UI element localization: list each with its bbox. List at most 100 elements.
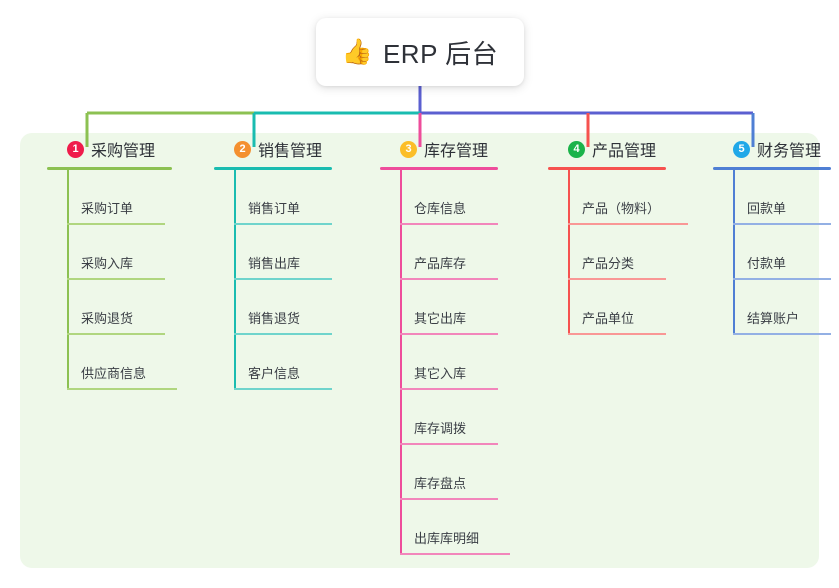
list-item[interactable]: 其它出库	[380, 280, 550, 335]
leaf-label: 产品分类	[582, 256, 635, 271]
branch-title-4: 产品管理	[592, 143, 657, 160]
branch-badge-5: 5	[733, 140, 750, 158]
leaf-rule	[67, 278, 165, 280]
branch-header-3[interactable]: 3 库存管理	[380, 133, 550, 165]
branch-rule-1	[47, 167, 172, 170]
leaf-rule	[234, 223, 332, 225]
leaf-label: 销售出库	[248, 256, 301, 271]
branch-columns: 1 采购管理 采购订单 采购入库 采购退货 供应商信	[20, 133, 831, 568]
leaf-label: 销售订单	[248, 201, 301, 216]
branch-header-5[interactable]: 5 财务管理	[713, 133, 839, 165]
leaf-label: 库存盘点	[414, 476, 467, 491]
branch-column-2: 2 销售管理 销售订单 销售出库 销售退货 客户信息	[214, 133, 374, 390]
list-item[interactable]: 结算账户	[713, 280, 839, 335]
branch-column-4: 4 产品管理 产品（物料） 产品分类 产品单位	[548, 133, 723, 335]
branch-badge-3: 3	[400, 140, 417, 158]
leaf-label: 其它出库	[414, 311, 467, 326]
branch-badge-2: 2	[234, 140, 251, 158]
list-item[interactable]: 采购订单	[47, 170, 207, 225]
leaf-rule	[733, 223, 831, 225]
branches-panel	[20, 133, 819, 568]
leaf-rule	[400, 388, 498, 390]
leaf-label: 出库库明细	[414, 531, 480, 546]
leaf-label: 客户信息	[248, 366, 301, 381]
thumbs-up-icon: 👍	[341, 37, 373, 66]
branch-spine-3	[400, 170, 402, 555]
list-item[interactable]: 销售退货	[214, 280, 374, 335]
branch-title-3: 库存管理	[424, 143, 489, 160]
branch-rule-5	[713, 167, 831, 170]
branch-items-3: 仓库信息 产品库存 其它出库 其它入库 库存调拨	[380, 170, 550, 555]
root-node[interactable]: 👍 ERP 后台	[316, 18, 524, 86]
leaf-label: 销售退货	[248, 311, 301, 326]
leaf-rule	[67, 223, 165, 225]
branch-title-1: 采购管理	[91, 143, 156, 160]
branch-badge-4: 4	[568, 140, 585, 158]
leaf-rule	[400, 278, 498, 280]
branch-header-4[interactable]: 4 产品管理	[548, 133, 723, 165]
branch-column-1: 1 采购管理 采购订单 采购入库 采购退货 供应商信	[47, 133, 207, 390]
leaf-label: 付款单	[747, 256, 787, 271]
leaf-rule	[733, 333, 831, 335]
leaf-rule	[400, 498, 498, 500]
branch-items-1: 采购订单 采购入库 采购退货 供应商信息	[47, 170, 207, 390]
list-item[interactable]: 采购退货	[47, 280, 207, 335]
branch-spine-4	[568, 170, 570, 335]
list-item[interactable]: 库存调拨	[380, 390, 550, 445]
leaf-label: 产品单位	[582, 311, 635, 326]
branch-rule-4	[548, 167, 666, 170]
leaf-label: 产品（物料）	[582, 201, 661, 216]
branch-items-4: 产品（物料） 产品分类 产品单位	[548, 170, 723, 335]
leaf-label: 采购订单	[81, 201, 134, 216]
branch-header-2[interactable]: 2 销售管理	[214, 133, 374, 165]
leaf-rule	[568, 278, 666, 280]
list-item[interactable]: 出库库明细	[380, 500, 550, 555]
list-item[interactable]: 产品分类	[548, 225, 723, 280]
list-item[interactable]: 其它入库	[380, 335, 550, 390]
branch-column-3: 3 库存管理 仓库信息 产品库存 其它出库 其它入库	[380, 133, 550, 555]
list-item[interactable]: 销售订单	[214, 170, 374, 225]
branch-title-5: 财务管理	[757, 143, 822, 160]
list-item[interactable]: 回款单	[713, 170, 839, 225]
list-item[interactable]: 付款单	[713, 225, 839, 280]
branch-items-2: 销售订单 销售出库 销售退货 客户信息	[214, 170, 374, 390]
branch-items-5: 回款单 付款单 结算账户	[713, 170, 839, 335]
branch-spine-2	[234, 170, 236, 390]
leaf-rule	[400, 333, 498, 335]
branch-spine-1	[67, 170, 69, 390]
list-item[interactable]: 采购入库	[47, 225, 207, 280]
list-item[interactable]: 客户信息	[214, 335, 374, 390]
leaf-rule	[400, 223, 498, 225]
leaf-rule	[568, 223, 688, 225]
leaf-rule	[568, 333, 666, 335]
branch-column-5: 5 财务管理 回款单 付款单 结算账户	[713, 133, 839, 335]
leaf-label: 仓库信息	[414, 201, 467, 216]
leaf-rule	[67, 388, 177, 390]
list-item[interactable]: 销售出库	[214, 225, 374, 280]
branch-rule-2	[214, 167, 332, 170]
leaf-rule	[234, 278, 332, 280]
leaf-label: 采购入库	[81, 256, 134, 271]
branch-spine-5	[733, 170, 735, 335]
leaf-label: 库存调拨	[414, 421, 467, 436]
leaf-rule	[400, 443, 498, 445]
branch-badge-1: 1	[67, 140, 84, 158]
list-item[interactable]: 库存盘点	[380, 445, 550, 500]
branch-title-2: 销售管理	[258, 143, 323, 160]
list-item[interactable]: 仓库信息	[380, 170, 550, 225]
list-item[interactable]: 产品库存	[380, 225, 550, 280]
list-item[interactable]: 供应商信息	[47, 335, 207, 390]
leaf-rule	[733, 278, 831, 280]
leaf-label: 其它入库	[414, 366, 467, 381]
branch-rule-3	[380, 167, 498, 170]
leaf-rule	[234, 333, 332, 335]
leaf-rule	[67, 333, 165, 335]
branch-header-1[interactable]: 1 采购管理	[47, 133, 207, 165]
leaf-label: 采购退货	[81, 311, 134, 326]
root-title: ERP 后台	[382, 38, 499, 69]
list-item[interactable]: 产品（物料）	[548, 170, 723, 225]
leaf-label: 供应商信息	[81, 366, 147, 381]
list-item[interactable]: 产品单位	[548, 280, 723, 335]
leaf-label: 结算账户	[747, 311, 800, 326]
